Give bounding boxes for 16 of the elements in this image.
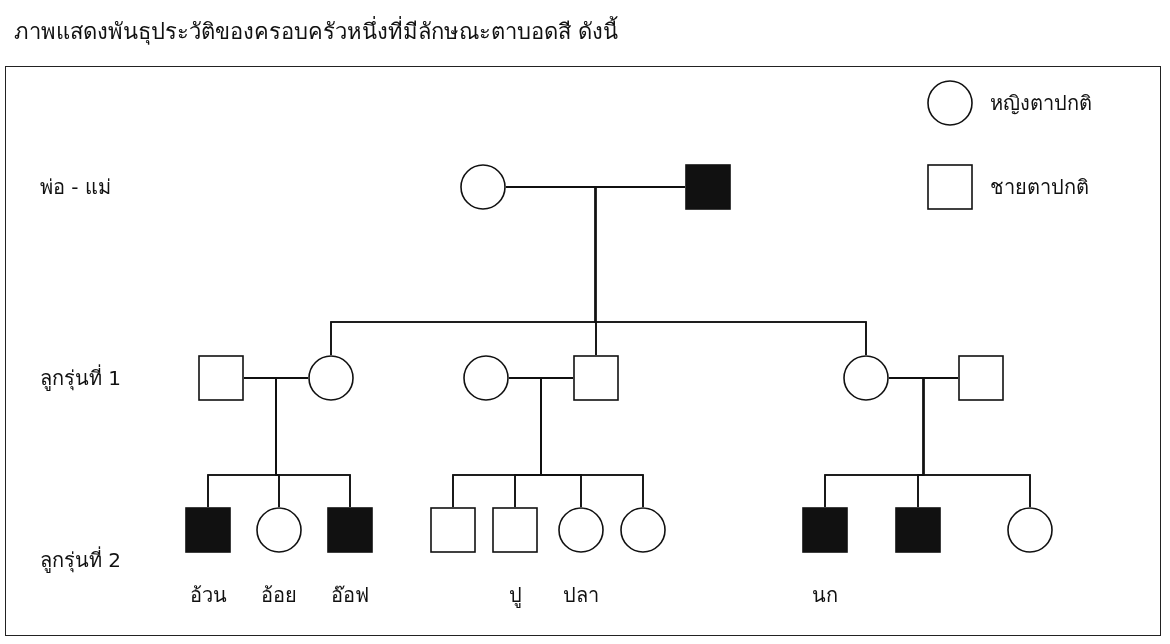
- generation-label: ลูกรุ่นที่ 1: [40, 363, 122, 393]
- generation-label: พ่อ - แม่: [40, 174, 111, 201]
- descent-line: [594, 186, 867, 356]
- person-name: อ้วน: [189, 582, 227, 609]
- legend-text: หญิงตาปกติ: [990, 90, 1092, 117]
- person-name: ปู: [508, 582, 522, 610]
- descent-line: [922, 377, 1031, 508]
- descent-line: [540, 377, 644, 508]
- person-name: ปลา: [563, 582, 599, 609]
- generation-label: ลูกรุ่นที่ 2: [40, 545, 122, 575]
- title: ภาพแสดงพันธุประวัติของครอบครัวหนึ่งที่มีลักษณะตาบอดสี ดังนี้: [14, 14, 618, 49]
- legend-text: ชายตาปกติ: [990, 174, 1089, 201]
- person-name: อ้อย: [261, 582, 297, 609]
- person-name: นก: [812, 582, 838, 609]
- person-name: อ๊อฟ: [331, 582, 369, 609]
- descent-line: [275, 377, 351, 508]
